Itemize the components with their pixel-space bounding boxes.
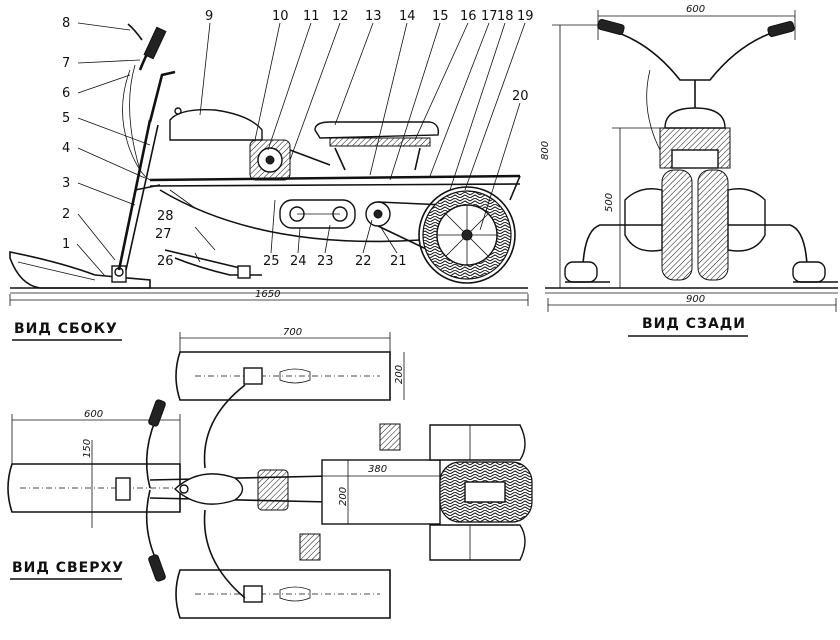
top-fuel-tank — [173, 473, 244, 505]
top-front-width-dim: 150 — [82, 439, 93, 458]
callout-3: 3 — [62, 176, 70, 191]
top-guard-upper — [429, 424, 526, 461]
top-body-width-dim: 200 — [338, 487, 349, 506]
steering-column — [117, 119, 152, 271]
top-ski-arm-lower — [203, 509, 246, 599]
top-lower-ski — [175, 569, 391, 619]
top-front-ski-dim: 600 — [84, 409, 103, 420]
fuel-tank — [169, 109, 263, 141]
top-ski-length-dim: 700 — [283, 327, 302, 338]
callout-16: 16 — [460, 9, 477, 24]
top-upper-ski — [175, 351, 391, 401]
callout-10: 10 — [272, 9, 289, 24]
callout-9: 9 — [205, 9, 213, 24]
top-footrest-lower — [299, 533, 321, 561]
rear-view: 600 800 500 900 ВИД СЗ — [540, 4, 838, 337]
top-front-ski — [7, 463, 181, 513]
rear-handlebar — [609, 29, 781, 81]
rear-seat-height-dim: 500 — [604, 193, 615, 212]
callout-5: 5 — [62, 111, 70, 126]
callout-7: 7 — [62, 56, 70, 71]
rear-track-left — [661, 169, 693, 281]
callout-11: 11 — [303, 9, 320, 24]
side-length-dim: 1650 — [255, 289, 280, 300]
callout-22: 22 — [355, 254, 372, 269]
callout-26: 26 — [157, 254, 174, 269]
callout-28: 28 — [157, 209, 174, 224]
lower-frame — [159, 189, 421, 243]
top-engine — [257, 469, 289, 511]
callout-25: 25 — [263, 254, 280, 269]
rear-skid-arm-right — [728, 224, 808, 266]
callout-15: 15 — [432, 9, 449, 24]
callout-24: 24 — [290, 254, 307, 269]
rear-track-right — [697, 169, 729, 281]
top-body — [321, 459, 441, 525]
rear-top-width-dim: 600 — [686, 4, 705, 15]
callout-21: 21 — [390, 254, 407, 269]
front-ski — [9, 251, 151, 289]
rear-guard-right — [727, 188, 766, 252]
top-body-length-dim: 380 — [368, 464, 387, 475]
callout-1: 1 — [62, 237, 70, 252]
rear-height-dim: 800 — [540, 141, 551, 160]
rear-guard-left — [624, 188, 663, 252]
rear-seat — [664, 107, 726, 129]
callout-27: 27 — [155, 227, 172, 242]
rear-view-title: ВИД СЗАДИ — [642, 316, 746, 332]
top-guard-lower — [429, 524, 526, 561]
rear-skid — [174, 257, 262, 276]
callout-19: 19 — [517, 9, 534, 24]
leader-lines — [76, 22, 526, 277]
callout-12: 12 — [332, 9, 349, 24]
top-view-title: ВИД СВЕРХУ — [12, 560, 124, 576]
brake-lever — [127, 23, 143, 41]
rear-skid-arm-left — [582, 224, 662, 266]
callout-6: 6 — [62, 86, 70, 101]
top-ski-arm-upper — [203, 384, 246, 469]
rear-skid-right — [792, 261, 826, 283]
callout-18: 18 — [497, 9, 514, 24]
callout-2: 2 — [62, 207, 70, 222]
callout-20: 20 — [512, 89, 529, 104]
top-view: 700 200 600 150 — [7, 327, 533, 619]
callout-4: 4 — [62, 141, 70, 156]
side-view-title: ВИД СБОКУ — [14, 321, 118, 337]
callout-23: 23 — [317, 254, 334, 269]
control-cable — [122, 69, 151, 181]
top-ski-width-dim: 200 — [394, 365, 405, 384]
handlebar — [148, 70, 176, 123]
rear-wheel — [418, 186, 516, 284]
rear-skid-left — [564, 261, 598, 283]
side-view: 1650 — [9, 9, 534, 341]
callout-13: 13 — [365, 9, 382, 24]
main-frame — [149, 174, 521, 182]
top-footrest-upper — [379, 423, 401, 451]
callout-17: 17 — [481, 9, 498, 24]
seat-spring — [329, 137, 431, 147]
callout-8: 8 — [62, 16, 70, 31]
rear-base-dim: 900 — [686, 294, 705, 305]
exhaust — [289, 149, 331, 166]
callout-14: 14 — [399, 9, 416, 24]
